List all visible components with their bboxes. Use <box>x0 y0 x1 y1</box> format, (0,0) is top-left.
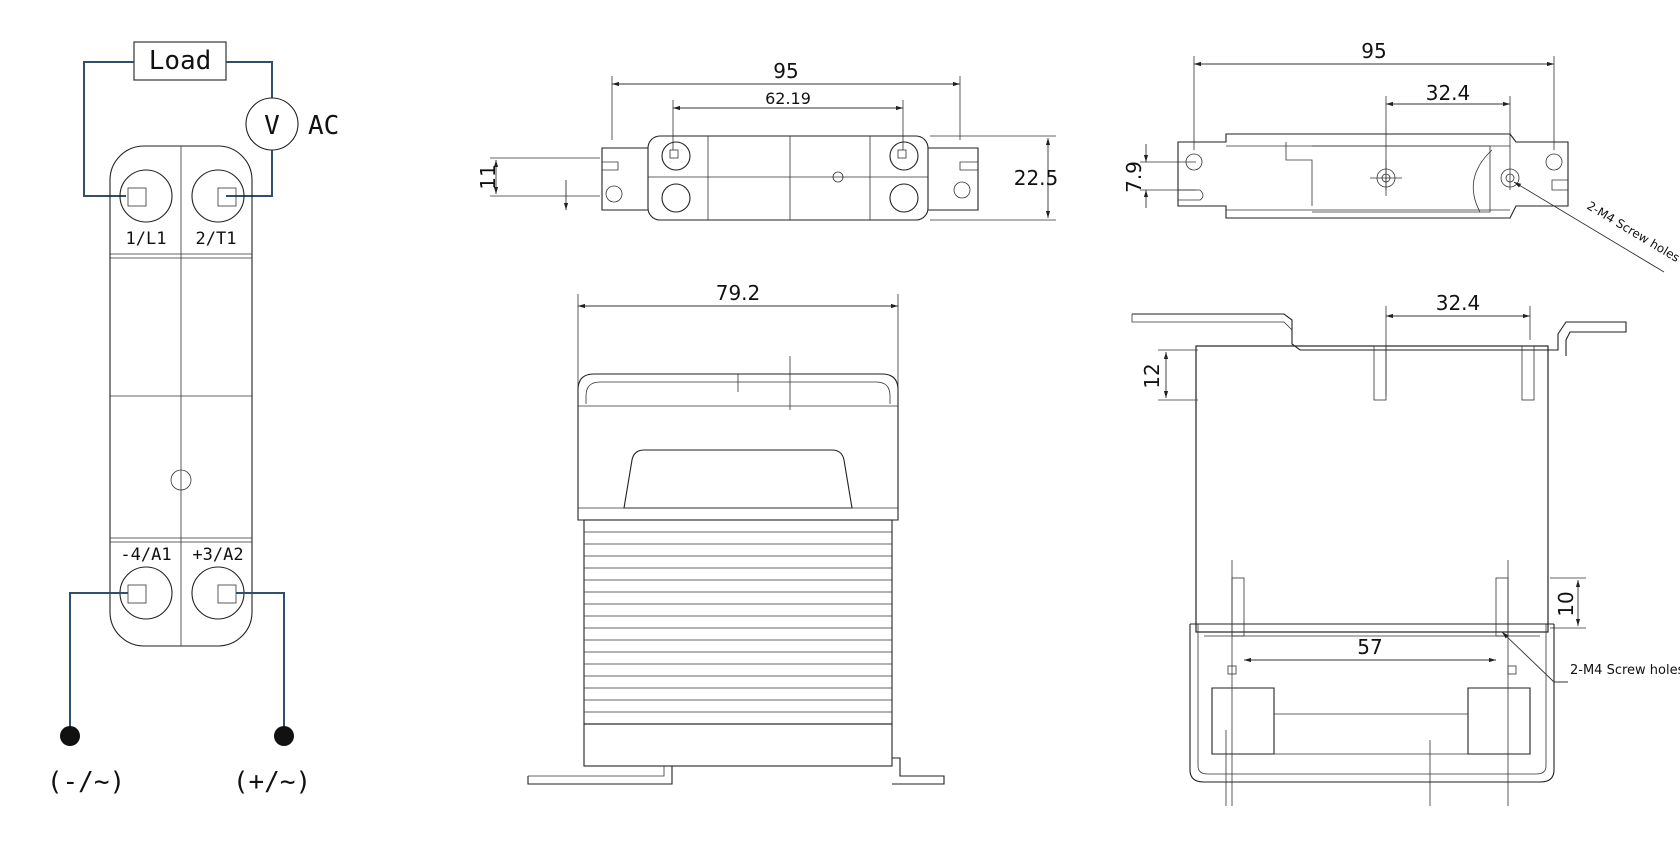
sec-height-bottom: 10 <box>1554 591 1578 616</box>
load-label: Load <box>149 46 212 76</box>
tr-height-left: 7.9 <box>1122 161 1146 193</box>
terminal-l1 <box>119 169 173 223</box>
wire-ac-down <box>226 150 273 197</box>
minus-label: (-/~) <box>47 767 125 797</box>
sec-height-top: 12 <box>1140 363 1164 388</box>
top-width-overall: 95 <box>773 59 798 83</box>
tr-screw-note: 2-M4 Screw holes <box>1584 199 1680 265</box>
terminal-4-label: +3/A2 <box>192 545 243 565</box>
tr-width-overall: 95 <box>1361 39 1386 63</box>
side-width: 79.2 <box>716 281 761 305</box>
heatsink-fins <box>584 531 892 713</box>
terminal-t1 <box>191 169 245 223</box>
sec-screw-note: 2-M4 Screw holes <box>1570 663 1680 678</box>
wire-load-right <box>226 61 273 98</box>
top-height-right: 22.5 <box>1014 166 1059 190</box>
top-width-holes: 62.19 <box>765 89 811 108</box>
wiring-diagram: Load V AC 1/L1 2/T1 -4/A1 +3/A2 <box>47 41 339 797</box>
wire-plus <box>236 592 285 736</box>
voltmeter-label: V <box>264 111 280 141</box>
section-view: 32.4 12 10 <box>1131 291 1680 806</box>
wire-load-left <box>83 61 134 197</box>
terminal-2-label: 2/T1 <box>196 229 237 249</box>
center-hole <box>170 469 192 491</box>
top-view: 95 62.19 11 22.5 <box>476 59 1059 221</box>
terminal-3-label: -4/A1 <box>120 545 171 565</box>
side-view: 79.2 <box>527 281 945 785</box>
minus-terminal-dot <box>60 726 80 746</box>
top-height-left: 11 <box>476 164 500 189</box>
wire-minus <box>69 592 128 736</box>
plus-label: (+/~) <box>233 767 311 797</box>
ac-label: AC <box>308 111 339 141</box>
terminal-1-label: 1/L1 <box>126 229 167 249</box>
plus-terminal-dot <box>274 726 294 746</box>
sec-width-offset: 32.4 <box>1436 291 1481 315</box>
tr-width-offset: 32.4 <box>1426 81 1471 105</box>
sec-width-holes: 57 <box>1357 635 1382 659</box>
top-right-view: 95 32.4 7.9 2-M4 Screw holes <box>1122 39 1680 273</box>
